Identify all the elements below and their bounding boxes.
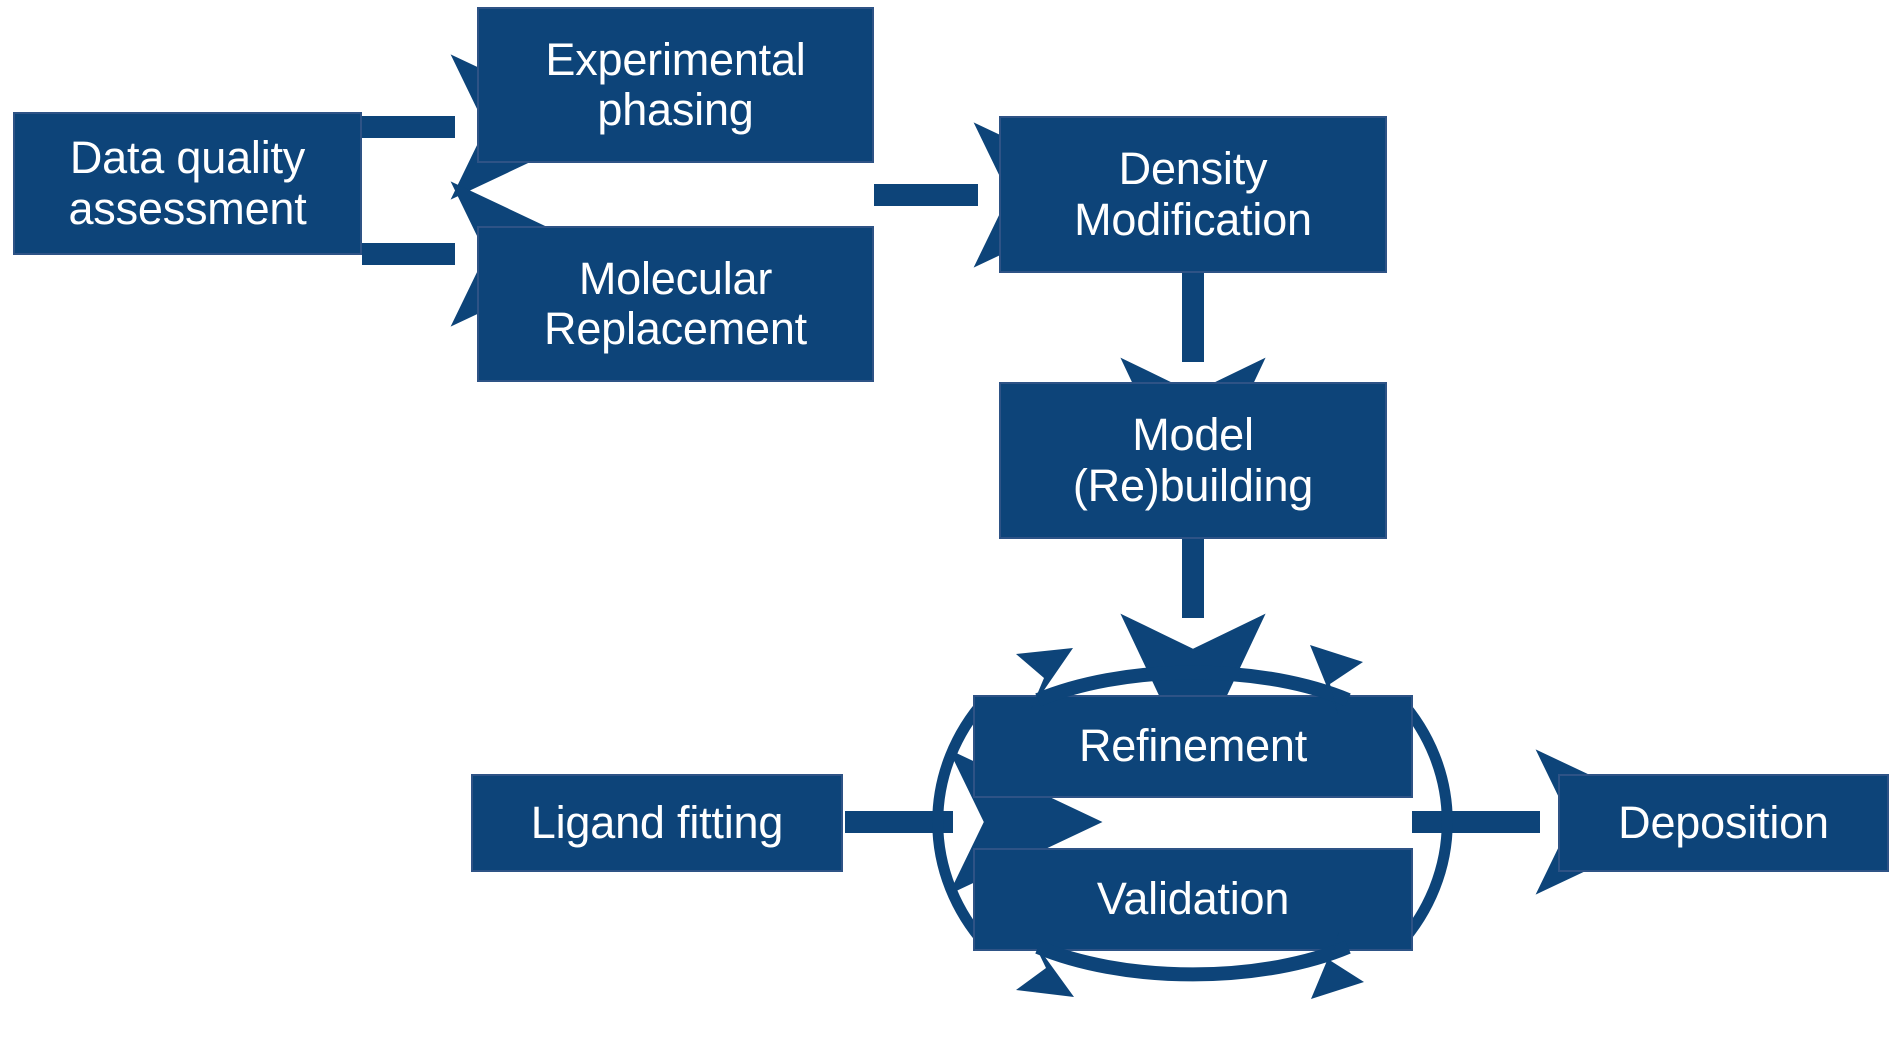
cycle-arrow-bottom — [1016, 932, 1364, 999]
node-ligand-fitting[interactable]: Ligand fitting — [471, 774, 843, 872]
cycle-ring-sides — [932, 696, 1453, 948]
cycle-arrow-top — [1016, 645, 1363, 714]
node-data-quality-assessment[interactable]: Data quality assessment — [13, 112, 362, 255]
